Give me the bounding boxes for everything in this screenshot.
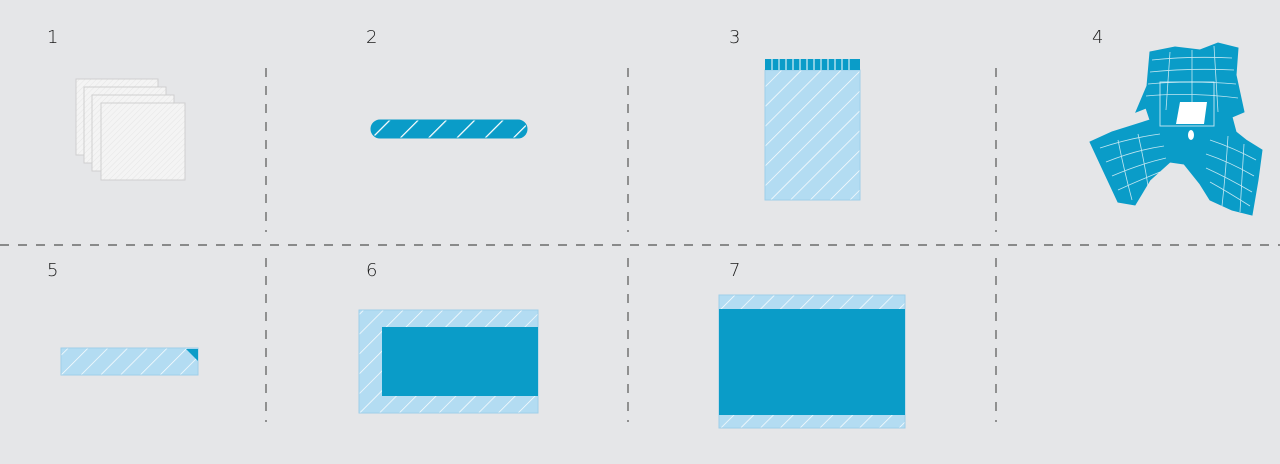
fenestrated-drape: [1089, 42, 1263, 216]
folded-strip: [60, 347, 199, 376]
side-bordered-drape: [358, 309, 539, 414]
panel-label-2: 2: [366, 27, 378, 48]
panel-label-4: 4: [1092, 27, 1104, 48]
panel-label-7: 7: [729, 260, 741, 281]
adhesive-strip-drape: [764, 59, 861, 201]
rolled-drape: [370, 119, 528, 139]
divider-lines: [0, 68, 1280, 422]
panel-label-1: 1: [47, 27, 59, 48]
panel-label-5: 5: [47, 260, 59, 281]
stacked-gauze-pads: [75, 78, 186, 181]
panel-label-6: 6: [366, 260, 378, 281]
top-bottom-bordered-drape: [718, 294, 906, 429]
panel-label-3: 3: [729, 27, 741, 48]
